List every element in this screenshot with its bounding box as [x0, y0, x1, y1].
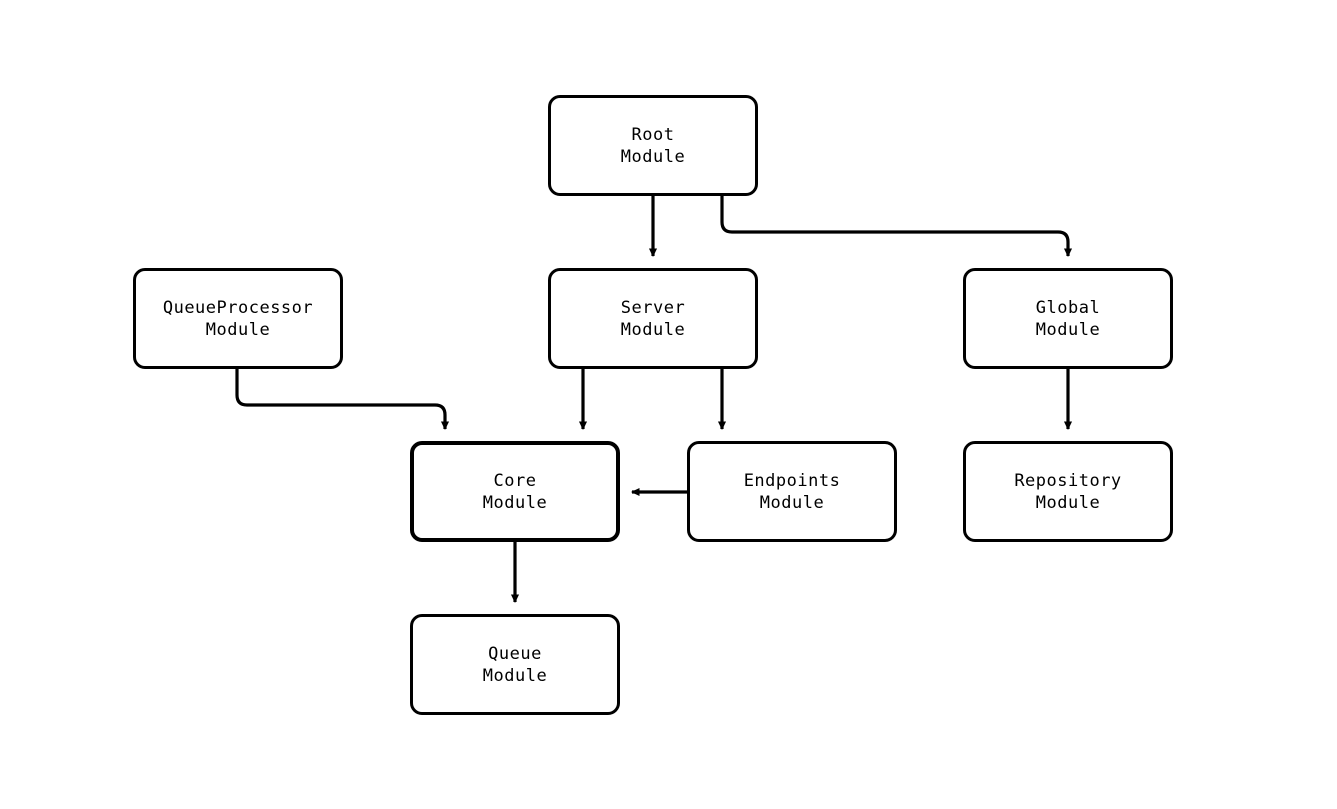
node-queue-module-label: Queue Module	[482, 643, 548, 686]
node-endpoints-module-label: Endpoints Module	[743, 470, 841, 513]
node-repository-module[interactable]: Repository Module	[963, 441, 1173, 542]
node-queueprocessor-module-label: QueueProcessor Module	[162, 297, 314, 340]
edge-queueprocessor-to-core	[235, 369, 450, 431]
node-root-module-label: Root Module	[620, 124, 686, 167]
node-root-module[interactable]: Root Module	[548, 95, 758, 196]
node-queueprocessor-module[interactable]: QueueProcessor Module	[133, 268, 343, 369]
node-global-module[interactable]: Global Module	[963, 268, 1173, 369]
node-repository-module-label: Repository Module	[1014, 470, 1122, 513]
node-server-module-label: Server Module	[620, 297, 686, 340]
node-core-module[interactable]: Core Module	[410, 441, 620, 542]
node-global-module-label: Global Module	[1035, 297, 1101, 340]
node-server-module[interactable]: Server Module	[548, 268, 758, 369]
edge-root-to-global	[720, 196, 1073, 258]
node-core-module-label: Core Module	[482, 470, 548, 513]
node-endpoints-module[interactable]: Endpoints Module	[687, 441, 897, 542]
node-queue-module[interactable]: Queue Module	[410, 614, 620, 715]
